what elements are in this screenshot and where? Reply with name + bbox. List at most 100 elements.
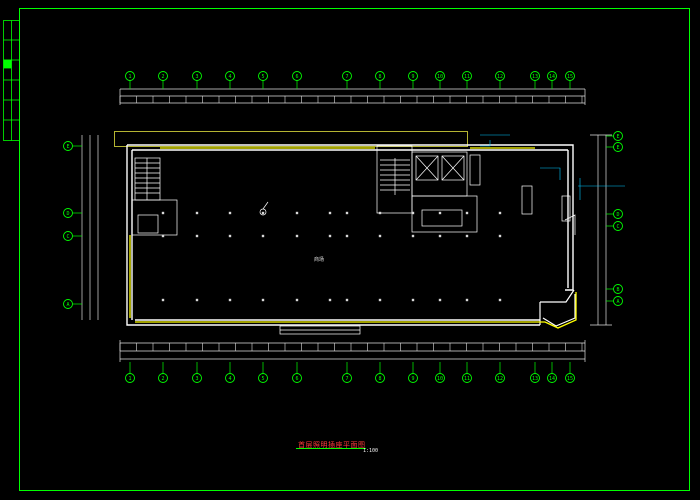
svg-text:5: 5 [261, 376, 264, 382]
svg-text:2: 2 [161, 376, 164, 382]
axis-bubble-A: A [606, 296, 623, 306]
svg-text:11: 11 [464, 376, 470, 382]
svg-text:D: D [616, 212, 619, 218]
axis-bubble-5: 5 [258, 362, 268, 383]
svg-text:5: 5 [261, 74, 264, 80]
axis-bubble-11: 11 [462, 362, 472, 383]
axis-bubble-E: E [606, 131, 623, 141]
axis-bubbles-right: EE DC BA [606, 131, 623, 306]
axis-bubble-15: 15 [565, 71, 575, 89]
svg-text:8: 8 [378, 74, 381, 80]
axis-bubble-A: A [63, 299, 82, 309]
svg-text:8: 8 [378, 376, 381, 382]
equipment-right [521, 185, 576, 235]
svg-text:9: 9 [411, 376, 414, 382]
svg-text:3: 3 [195, 74, 198, 80]
axis-bubble-1: 1 [125, 71, 135, 89]
corner-wall [539, 289, 576, 327]
axis-bubble-C: C [63, 231, 82, 241]
svg-text:7: 7 [345, 376, 348, 382]
svg-text:A: A [66, 302, 69, 308]
svg-text:13: 13 [532, 376, 538, 382]
svg-text:10: 10 [437, 74, 443, 80]
axis-bubble-14: 14 [547, 362, 557, 383]
axis-bubble-D: D [63, 208, 82, 218]
axis-bubble-9: 9 [408, 71, 418, 89]
svg-text:4: 4 [228, 74, 231, 80]
dimension-chain-bottom [119, 340, 586, 362]
svg-text:9: 9 [411, 74, 414, 80]
axis-bubble-2: 2 [158, 362, 168, 383]
svg-text:6: 6 [295, 376, 298, 382]
axis-bubble-7: 7 [342, 71, 352, 89]
svg-text:D: D [66, 211, 69, 217]
axis-bubble-7: 7 [342, 362, 352, 383]
svg-text:15: 15 [567, 74, 573, 80]
axis-bubble-12: 12 [495, 71, 505, 89]
drawing-frame [19, 8, 690, 491]
axis-bubble-8: 8 [375, 362, 385, 383]
axis-bubble-6: 6 [292, 362, 302, 383]
axis-bubble-3: 3 [192, 362, 202, 383]
dimension-chain-right [590, 134, 612, 326]
wiring-bottom [129, 235, 577, 329]
core-right [376, 145, 481, 233]
axis-bubble-10: 10 [435, 362, 445, 383]
svg-text:12: 12 [497, 74, 503, 80]
svg-text:15: 15 [567, 376, 573, 382]
panel-symbol [259, 201, 269, 216]
svg-text:14: 14 [549, 376, 555, 382]
svg-text:14: 14 [549, 74, 555, 80]
column-markers [161, 211, 502, 302]
svg-text:A: A [616, 299, 619, 305]
axis-bubble-6: 6 [292, 71, 302, 89]
stair-left [131, 157, 178, 236]
svg-text:C: C [616, 224, 619, 230]
svg-text:13: 13 [532, 74, 538, 80]
axis-bubble-D: D [606, 209, 623, 219]
axis-bubble-8: 8 [375, 71, 385, 89]
axis-bubble-10: 10 [435, 71, 445, 89]
axis-bubble-3: 3 [192, 71, 202, 89]
svg-text:11: 11 [464, 74, 470, 80]
drawing-title: 首层照明插座平面图 [298, 441, 366, 449]
svg-text:4: 4 [228, 376, 231, 382]
svg-text:2: 2 [161, 74, 164, 80]
axis-bubble-1: 1 [125, 362, 135, 383]
exterior-walls [126, 144, 574, 326]
axis-bubble-13: 13 [530, 362, 540, 383]
axis-bubble-4: 4 [225, 362, 235, 383]
svg-text:1: 1 [128, 74, 131, 80]
annotation-lines [480, 134, 625, 200]
drawing-scale: 1:100 [363, 448, 379, 454]
axis-bubble-14: 14 [547, 71, 557, 89]
svg-text:1: 1 [128, 376, 131, 382]
axis-bubble-15: 15 [565, 362, 575, 383]
svg-text:E: E [616, 145, 619, 151]
dimension-chain-top [119, 88, 586, 105]
roof-outline [114, 131, 468, 147]
svg-text:C: C [66, 234, 69, 240]
svg-text:10: 10 [437, 376, 443, 382]
svg-text:E: E [66, 144, 69, 150]
svg-text:12: 12 [497, 376, 503, 382]
svg-text:E: E [616, 134, 619, 140]
entrance-canopy [279, 325, 361, 335]
axis-bubble-13: 13 [530, 71, 540, 89]
axis-bubble-C: C [606, 221, 623, 231]
room-label: 商场 [314, 257, 325, 263]
title-strip [3, 20, 20, 141]
axis-bubble-11: 11 [462, 71, 472, 89]
axis-bubble-12: 12 [495, 362, 505, 383]
svg-text:7: 7 [345, 74, 348, 80]
svg-text:B: B [616, 287, 619, 293]
axis-bubble-2: 2 [158, 71, 168, 89]
dimension-chain-left [81, 135, 99, 320]
axis-bubbles-left: E D C A [63, 141, 82, 309]
svg-text:3: 3 [195, 376, 198, 382]
axis-bubble-E: E [606, 142, 623, 152]
svg-text:6: 6 [295, 74, 298, 80]
